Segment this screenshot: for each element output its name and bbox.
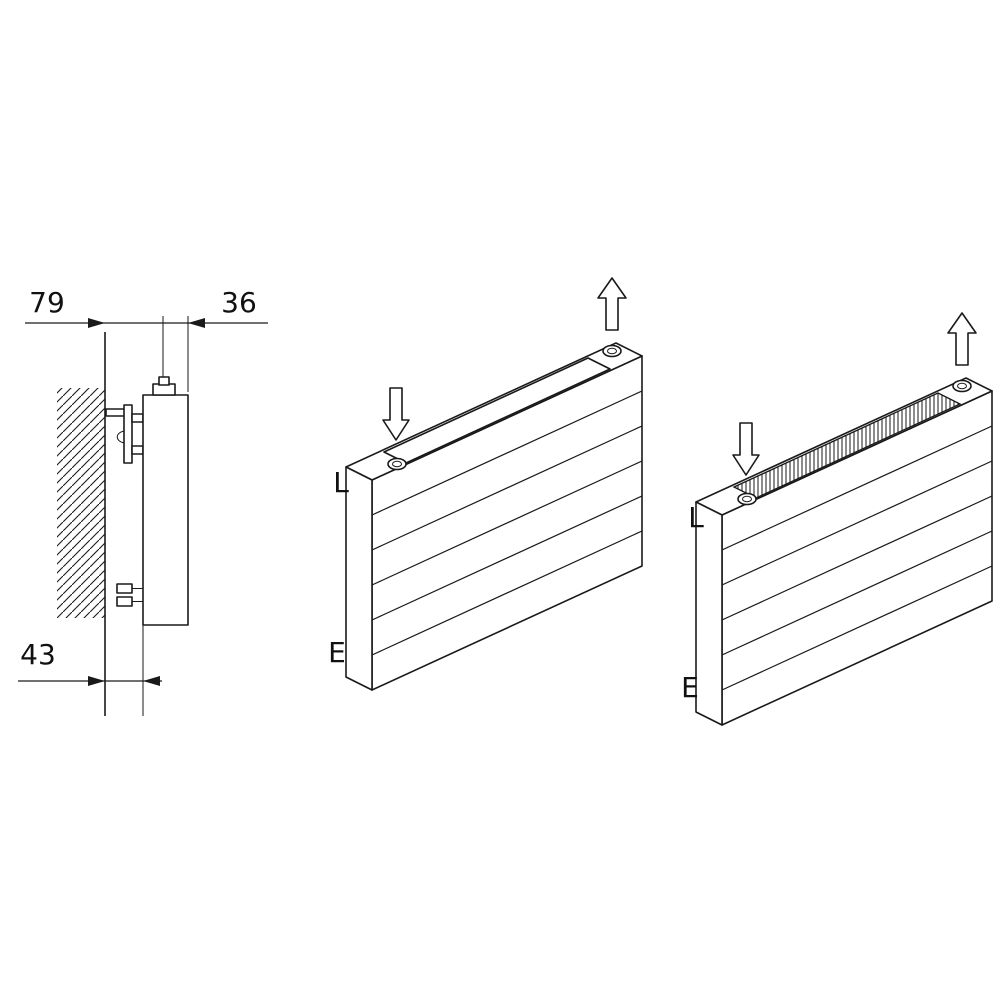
dim-arrow-left-icon: [188, 318, 205, 328]
wall-hatch: [57, 388, 105, 618]
label-L: L: [333, 466, 349, 499]
up-arrow-icon: [947, 312, 977, 366]
port-hole: [607, 347, 617, 355]
dim-label-79: 79: [29, 286, 65, 319]
iso-view-grille-top: L E: [681, 312, 993, 726]
left-end-face: [695, 501, 723, 726]
dimension-top: 79 36: [25, 286, 268, 392]
connection-port-right: [602, 344, 622, 358]
dimension-bottom: 43: [18, 625, 162, 716]
iso-view-open-top: L E: [328, 277, 643, 691]
fixing-bolts: [116, 583, 143, 607]
label-E: E: [681, 671, 699, 704]
bracket-nub-bottom: [131, 445, 144, 455]
bolt-upper: [116, 583, 133, 594]
mounting-bracket: [105, 404, 144, 464]
up-arrow-icon: [597, 277, 627, 331]
port-boss: [952, 379, 972, 393]
port-boss: [737, 492, 757, 506]
connection-port-left: [387, 457, 407, 471]
radiator-profile: [142, 394, 189, 626]
bracket-strap: [123, 404, 133, 464]
port-hole: [957, 382, 967, 390]
dim-arrow-left-icon: [143, 676, 160, 686]
port-boss: [387, 457, 407, 471]
down-arrow-icon: [382, 387, 410, 441]
bracket-nub-top: [131, 413, 144, 423]
connection-port-right: [952, 379, 972, 393]
dim-label-36: 36: [221, 286, 257, 319]
left-end-face: [345, 466, 373, 691]
port-boss: [602, 344, 622, 358]
air-vent-screw: [158, 376, 170, 386]
bolt-lower: [116, 596, 133, 607]
dim-arrow-right-icon: [88, 318, 105, 328]
front-slats: [371, 390, 643, 656]
dim-label-43: 43: [20, 638, 56, 671]
label-L: L: [688, 501, 704, 534]
front-slats: [721, 425, 993, 691]
port-hole: [742, 495, 752, 503]
port-hole: [392, 460, 402, 468]
bracket-hook: [116, 430, 125, 444]
label-E: E: [328, 636, 346, 669]
dim-arrow-right-icon: [88, 676, 105, 686]
down-arrow-icon: [732, 422, 760, 476]
connection-port-left: [737, 492, 757, 506]
side-view: 79 36 43: [18, 286, 268, 716]
